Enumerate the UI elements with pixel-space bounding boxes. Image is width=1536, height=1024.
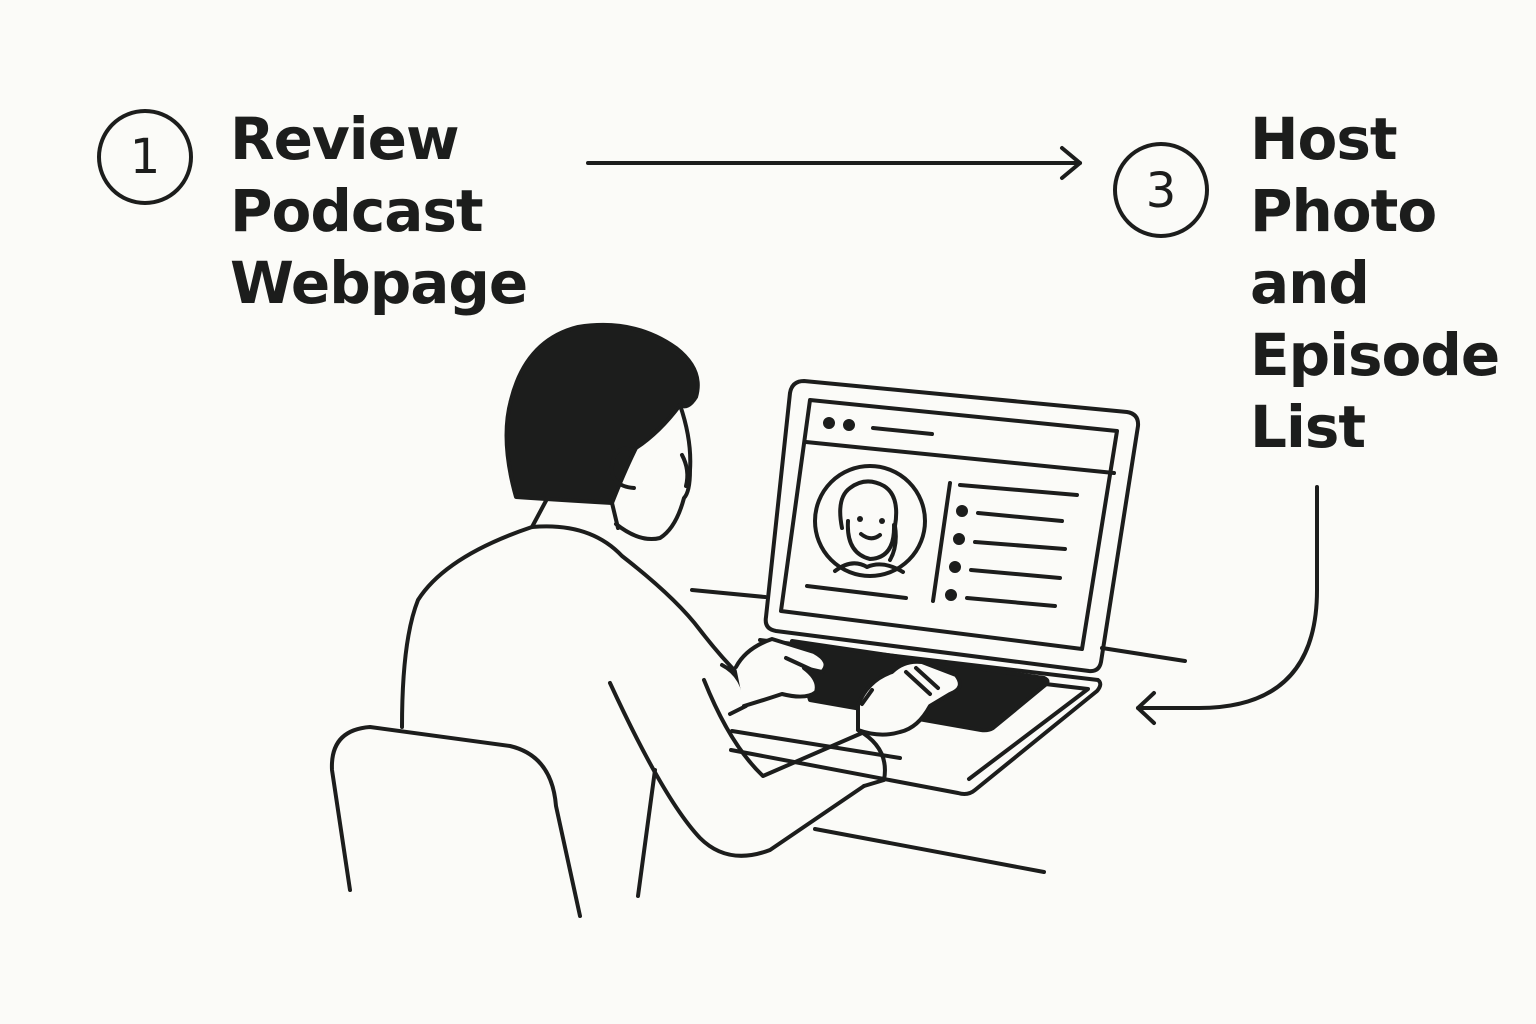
laptop-icon [729, 379, 1141, 796]
step3-label-line: Episode [1250, 321, 1500, 389]
step1-label-line: Podcast [230, 177, 484, 245]
person-at-desk-icon [400, 322, 962, 858]
step1-number: 1 [129, 129, 161, 185]
step1-label: Review Podcast Webpage [230, 103, 528, 319]
step3-circle [1113, 142, 1209, 238]
step1-circle [97, 109, 193, 205]
curved-arrow-icon [1136, 485, 1319, 725]
desk-icon [690, 588, 1187, 874]
step3-label-line: List [1250, 393, 1366, 461]
step3-label-line: Host [1250, 105, 1398, 173]
step3-number: 3 [1145, 163, 1177, 219]
step3-label-line: and [1250, 249, 1370, 317]
step3-label-line: Photo [1250, 177, 1437, 245]
step1-label-line: Review [230, 105, 460, 173]
browser-dot-icon [843, 419, 855, 431]
arrow-right-icon [586, 146, 1082, 180]
chair-icon [329, 725, 657, 918]
step1-label-line: Webpage [230, 249, 528, 317]
browser-dot-icon [823, 417, 835, 429]
host-avatar-icon [805, 464, 927, 600]
episode-list-icon [945, 483, 1079, 608]
step3-label: Host Photo and Episode List [1250, 103, 1500, 463]
